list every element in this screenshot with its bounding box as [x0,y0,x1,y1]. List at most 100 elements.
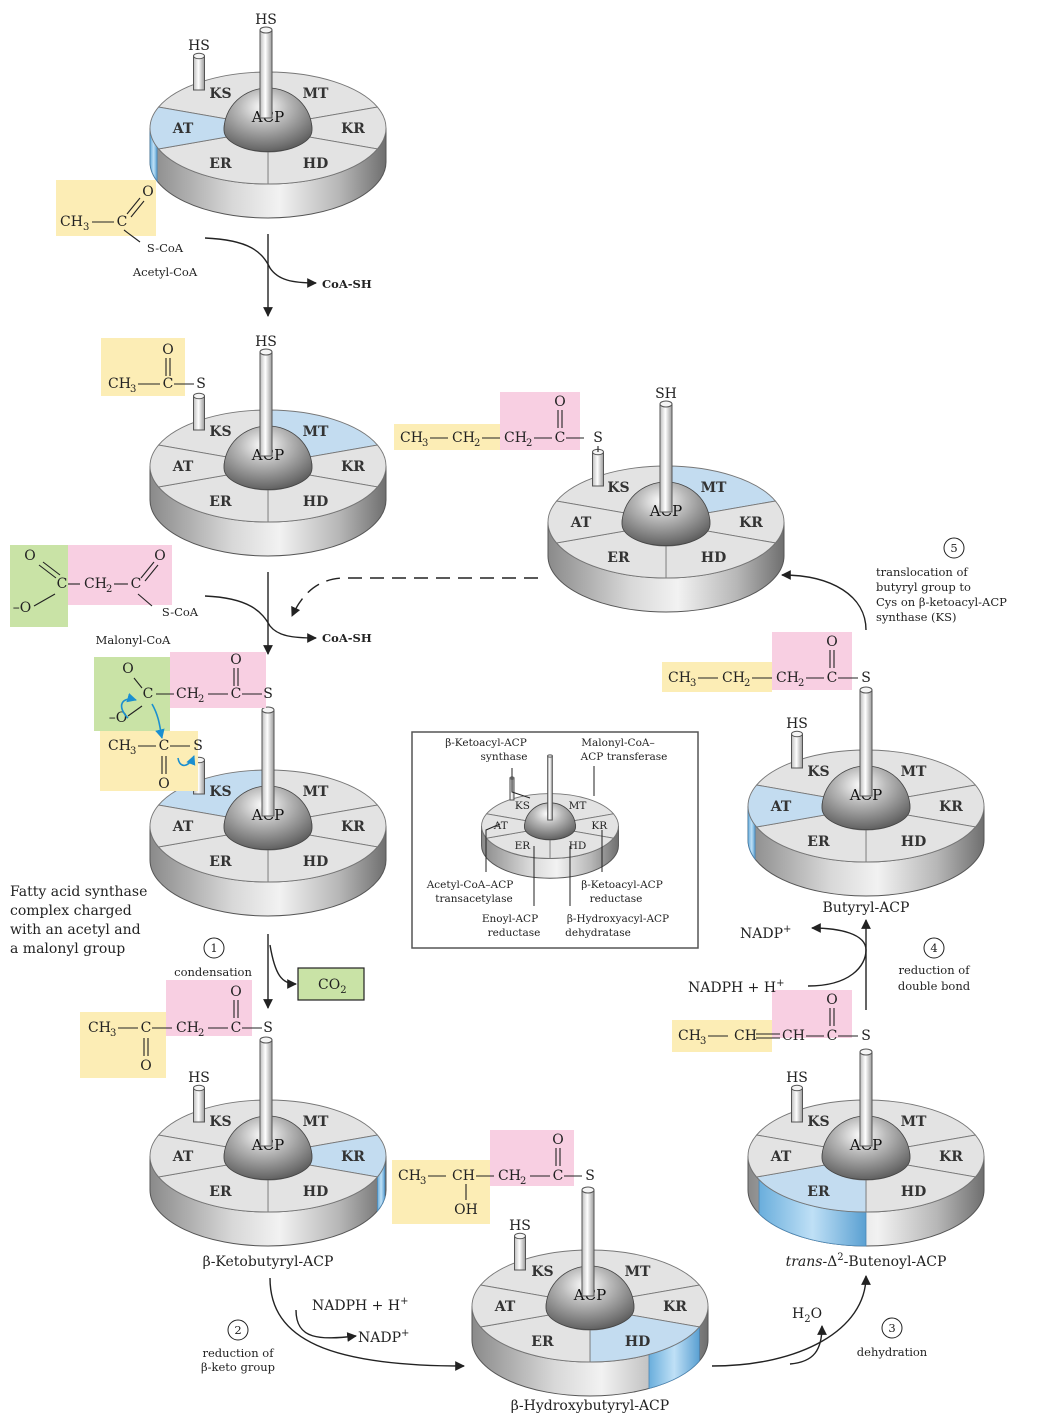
legend-ks-line-2: synthase [481,751,528,763]
segment-label-hd: HD [303,854,328,870]
acp-arm-4 [259,1039,273,1147]
hydroxy-ch2-sub: 2 [520,1176,526,1187]
disc-butyryl: KSMTKRHDERATACPHS [747,686,985,897]
segment-label-hd: HD [569,840,587,852]
acp-dome [223,1115,313,1180]
segment-label-er: ER [607,550,630,566]
charged-complex-caption: Fatty acid synthase complex charged with… [10,884,147,957]
butyryl-c: C [827,670,838,686]
acp-arm-7 [859,689,873,797]
segment-label-at: AT [570,515,592,531]
segment-label-mt: MT [701,480,727,496]
segment-label-mt: MT [625,1264,651,1280]
segment-label-er: ER [209,494,232,510]
keto-s: S [263,1020,273,1036]
keto-c2: C [231,1020,242,1036]
charged-line-3: with an acetyl and [10,922,141,938]
butenoyl-acp-label: trans-Δ2-Butenoyl-ACP [786,1252,947,1270]
step-4: 4 reduction of double bond [898,937,971,993]
coash-label-2: CoA-SH [322,631,372,645]
acp-arm-1-cap [259,26,273,34]
segment-label-ks: KS [209,86,231,102]
malonyl-o2: O [154,548,165,564]
ks-cys-2 [193,395,205,431]
acp-arm-4-cap [259,1036,273,1044]
segment-label-at: AT [172,819,194,835]
electron-arrow-1 [120,693,137,719]
butyryl-ch2b-sub: 2 [798,678,804,689]
charged-co-2 [127,705,143,717]
ks-cys-7 [791,733,803,769]
hydroxy-oh: OH [454,1202,478,1218]
keto-o2: O [230,984,241,1000]
charged-ac-c: C [159,738,170,754]
keto-o1: O [140,1058,151,1074]
segment-label-mt: MT [901,1114,927,1130]
trans-ch2a: CH [452,430,475,446]
hydroxy-ch3-sub: 3 [420,1176,426,1187]
arrow-co2-out [269,944,297,989]
co2-product: CO2 [297,967,365,1001]
malonyl-co-1 [38,564,57,579]
segment-label-kr: KR [341,459,365,475]
segment-label-at: AT [172,1149,194,1165]
butenoyl-c: C [827,1028,838,1044]
disc-hydroxybutyryl: KSMTKRHDERATACPHS [471,1186,709,1397]
arrow-next-cycle [291,577,538,617]
acetyl-coa-label: Acetyl-CoA [132,265,198,279]
pathway-arrows [204,234,871,1371]
segment-label-kr: KR [341,819,365,835]
acp-dome [821,765,911,830]
segment-label-at: AT [172,121,194,137]
trans-ch2a-sub: 2 [474,438,480,449]
acp-dome [621,481,711,546]
acp-dome [223,785,313,850]
segment-label-er: ER [209,854,232,870]
charged-c2: C [231,686,242,702]
charged-ch2: CH [176,686,199,702]
electron-arrow-2 [151,703,165,739]
segment-label-kr: KR [663,1299,687,1315]
butyryl-acp-label: Butyryl-ACP [823,900,910,916]
ks-cys-5 [514,1235,526,1271]
acp-arm-6-cap [859,1048,873,1056]
arrow-nadph-step2 [295,1309,357,1342]
legend-ks-line-1: β-Ketoacyl-ACP [445,737,527,749]
butenoyl-s: S [861,1028,871,1044]
keto-ch2-sub: 2 [198,1028,204,1039]
legend-at-line-1: Acetyl-CoA–ACP [426,879,514,891]
keto-ch2: CH [176,1020,199,1036]
nadp-step-2: NADP+ [358,1328,409,1346]
charged-s1: S [263,686,273,702]
arrow-acetyl-coa-in [204,237,317,288]
malonyl-co-3 [33,593,56,607]
hydroxy-yellow-box [392,1160,490,1224]
step-4-line-2: double bond [898,979,971,993]
butyryl-ch3: CH [668,670,691,686]
segment-label-ks: KS [807,1114,829,1130]
charged-c1: C [143,686,154,702]
acetyl-ch-sub: 3 [83,222,89,233]
butyryl-pink-box [772,632,852,690]
segment-label-at: AT [172,459,194,475]
butenoyl-o: O [826,992,837,1008]
butenoyl-ch3: CH [678,1028,701,1044]
ks-cys-8 [592,451,604,487]
acetyl-double-2 [130,200,145,218]
acp-arm-5 [581,1189,595,1297]
segment-label-kr: KR [591,820,608,832]
hydroxy-o: O [552,1132,563,1148]
legend-acp-arm [547,755,553,821]
arrow-malonyl-coa-in [204,595,317,643]
segment-label-hd: HD [701,550,726,566]
ks-cys-2-cap [193,392,205,400]
disc-charged: KSMTKRHDERATACP [149,706,387,917]
segment-label-mt: MT [303,1114,329,1130]
acetyl-ks-box [101,338,185,396]
step-5: 5 translocation of butyryl group to Cys … [876,537,1007,624]
segment-label-at: AT [494,1299,516,1315]
step-3: 3 dehydration [857,1317,928,1359]
segment-label-kr: KR [939,799,963,815]
step-4-number: 4 [930,941,937,955]
